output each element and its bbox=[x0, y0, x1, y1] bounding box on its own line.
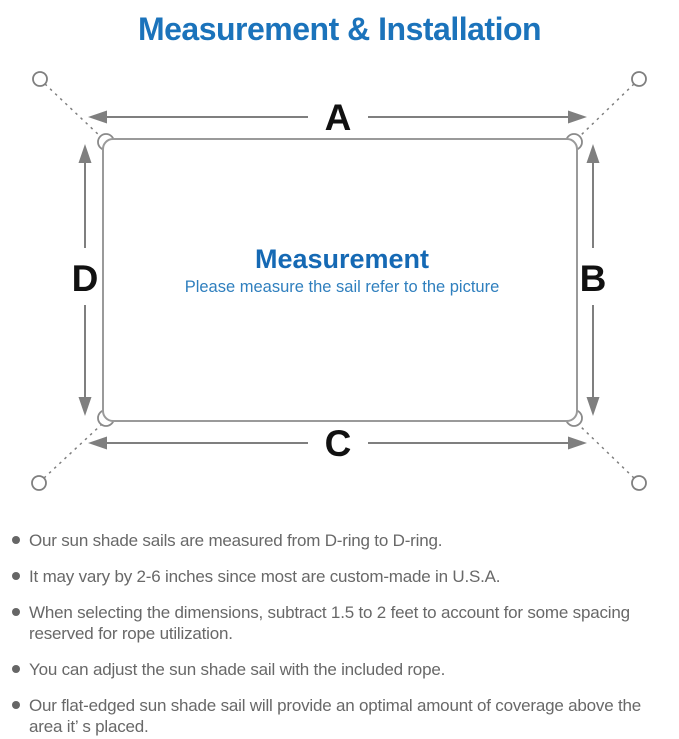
anchor-point-icon-bottom-left bbox=[31, 475, 47, 491]
measurement-diagram: A C D B Measurement Please measure the s… bbox=[31, 71, 647, 491]
arrowhead-right-icon-c bbox=[568, 436, 587, 450]
anchor-point-icon-top-left bbox=[32, 71, 48, 87]
list-item: Our sun shade sails are measured from D-… bbox=[12, 530, 665, 551]
dimension-label-b: B bbox=[580, 258, 607, 299]
diagram-center-subheading: Please measure the sail refer to the pic… bbox=[185, 278, 500, 296]
note-text: Our sun shade sails are measured from D-… bbox=[29, 531, 443, 550]
arrowhead-down-icon-b bbox=[586, 397, 600, 416]
bullet-icon bbox=[12, 701, 20, 709]
anchor-point-icon-top-right bbox=[631, 71, 647, 87]
arrowhead-left-icon-a bbox=[88, 110, 107, 124]
dimension-label-c: C bbox=[325, 423, 352, 464]
dimension-label-a: A bbox=[325, 97, 352, 138]
arrowhead-left-icon-c bbox=[88, 436, 107, 450]
bullet-icon bbox=[12, 572, 20, 580]
dimension-label-d: D bbox=[72, 258, 99, 299]
anchor-point-icon-bottom-right bbox=[631, 475, 647, 491]
diagram-center-heading: Measurement bbox=[255, 244, 429, 274]
bullet-icon bbox=[12, 665, 20, 673]
note-text: Our flat-edged sun shade sail will provi… bbox=[29, 696, 642, 736]
rope-dashed-line-bottom-left bbox=[43, 424, 102, 479]
arrowhead-right-icon-a bbox=[568, 110, 587, 124]
notes-list: Our sun shade sails are measured from D-… bbox=[0, 515, 679, 737]
arrowhead-up-icon-b bbox=[586, 144, 600, 163]
bullet-icon bbox=[12, 608, 20, 616]
list-item: You can adjust the sun shade sail with t… bbox=[12, 659, 665, 680]
note-text: You can adjust the sun shade sail with t… bbox=[29, 660, 446, 679]
bullet-icon bbox=[12, 536, 20, 544]
list-item: When selecting the dimensions, subtract … bbox=[12, 602, 665, 644]
sail-outline bbox=[102, 138, 578, 422]
page-title: Measurement & Installation bbox=[137, 11, 542, 47]
rope-dashed-line-top-right bbox=[578, 83, 635, 138]
list-item: Our flat-edged sun shade sail will provi… bbox=[12, 695, 665, 737]
arrowhead-up-icon-d bbox=[78, 144, 92, 163]
note-text: When selecting the dimensions, subtract … bbox=[29, 603, 630, 643]
note-text: It may vary by 2-6 inches since most are… bbox=[29, 567, 501, 586]
rope-dashed-line-top-left bbox=[44, 83, 102, 138]
rope-dashed-line-bottom-right bbox=[578, 424, 635, 479]
list-item: It may vary by 2-6 inches since most are… bbox=[12, 566, 665, 587]
arrowhead-down-icon-d bbox=[78, 397, 92, 416]
